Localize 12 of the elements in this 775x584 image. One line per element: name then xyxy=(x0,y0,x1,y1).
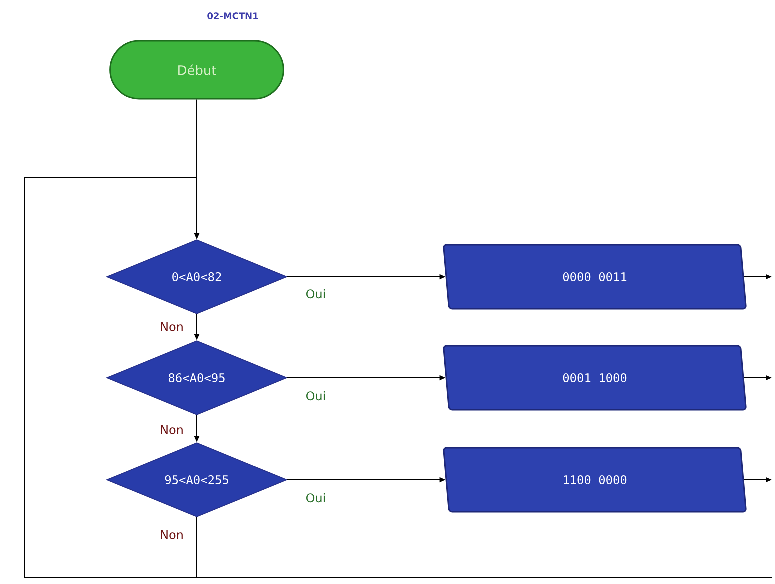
arrow xyxy=(24,178,200,578)
output-parallelogram: 0001 1000 xyxy=(443,345,747,411)
edge-label: Oui xyxy=(304,288,328,300)
output-parallelogram: 1100 0000 xyxy=(443,447,747,513)
output-parallelogram: 0000 0011 xyxy=(443,244,747,310)
edge-label: Non xyxy=(159,530,185,540)
diagram-title: 02-MCTN1 xyxy=(208,12,258,20)
edge-label: Non xyxy=(159,424,185,436)
start-terminal: Début xyxy=(110,40,284,100)
edge-label: Non xyxy=(159,322,185,332)
edge-label: Oui xyxy=(304,492,328,504)
edge-label: Oui xyxy=(304,390,328,402)
